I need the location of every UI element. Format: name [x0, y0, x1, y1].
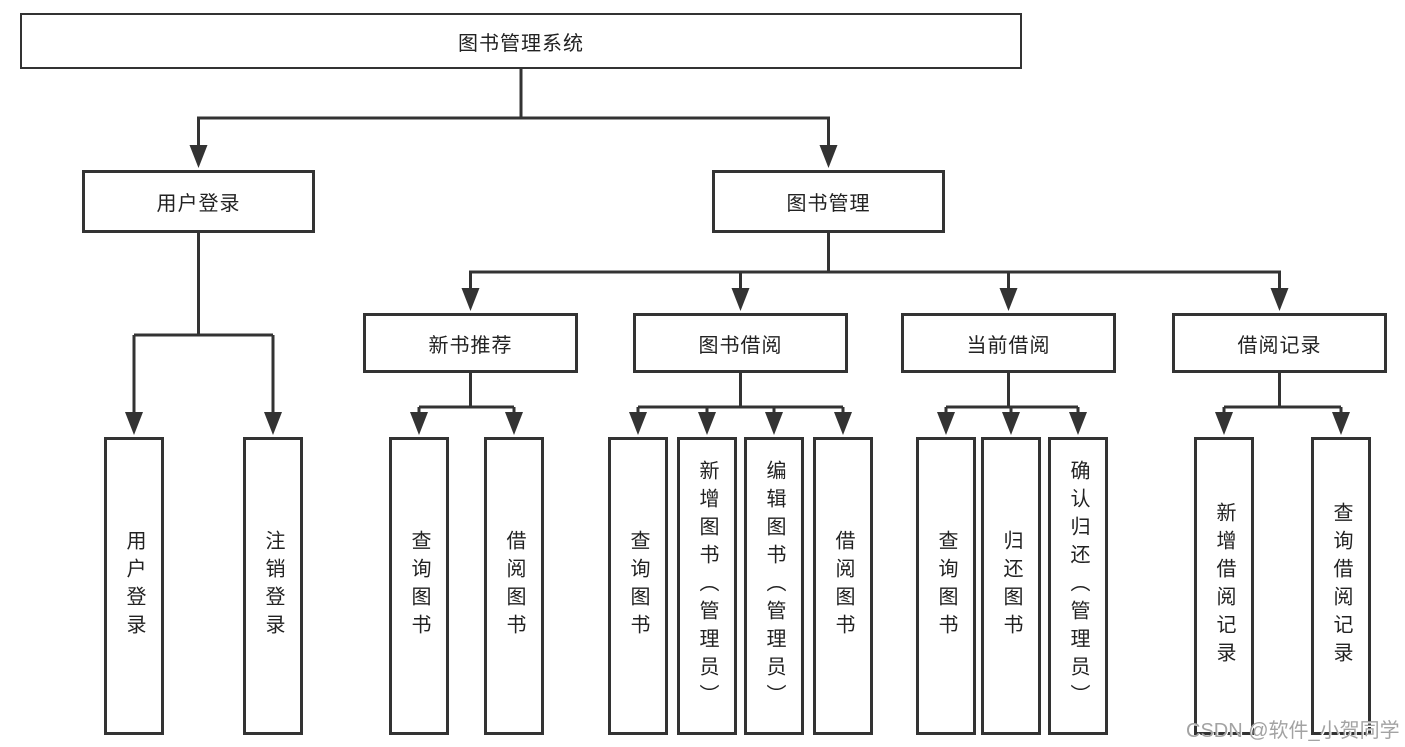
node-label: 用户登录 [156, 193, 241, 215]
leaf-borrow-books-1: 借阅图书 [484, 437, 544, 735]
leaf-borrow-books-2: 借阅图书 [813, 437, 873, 735]
leaf-label: 确认归还（管理员） [1067, 460, 1089, 712]
leaf-label: 新增图书（管理员） [696, 460, 718, 712]
leaf-confirm-return-admin: 确认归还（管理员） [1048, 437, 1108, 735]
csdn-watermark: CSDN @软件_小贺同学 [1186, 720, 1400, 742]
node-borrow-records: 借阅记录 [1172, 313, 1387, 373]
node-label: 当前借阅 [966, 334, 1051, 357]
leaf-label: 用户登录 [123, 530, 145, 642]
node-library-management-system: 图书管理系统 [20, 13, 1022, 69]
leaf-label: 新增借阅记录 [1213, 502, 1235, 670]
leaf-label: 注销登录 [262, 530, 284, 642]
node-label: 图书管理系统 [458, 32, 584, 55]
leaf-query-books-3: 查询图书 [916, 437, 976, 735]
node-book-management: 图书管理 [712, 170, 945, 233]
arrowhead-icons [125, 145, 1350, 435]
node-label: 图书借阅 [698, 334, 783, 357]
leaf-label: 借阅图书 [832, 530, 854, 642]
node-user-login: 用户登录 [82, 170, 315, 233]
node-label: 借阅记录 [1237, 334, 1322, 357]
leaf-label: 归还图书 [1000, 530, 1022, 642]
leaf-logout: 注销登录 [243, 437, 303, 735]
leaf-return-book: 归还图书 [981, 437, 1041, 735]
leaf-user-login: 用户登录 [104, 437, 164, 735]
leaf-label: 查询图书 [935, 530, 957, 642]
leaf-add-borrow-record: 新增借阅记录 [1194, 437, 1254, 735]
node-new-book-recommend: 新书推荐 [363, 313, 578, 373]
leaf-label: 查询图书 [627, 530, 649, 642]
leaf-edit-book-admin: 编辑图书（管理员） [744, 437, 804, 735]
node-book-borrow: 图书借阅 [633, 313, 848, 373]
leaf-query-borrow-record: 查询借阅记录 [1311, 437, 1371, 735]
node-current-borrow: 当前借阅 [901, 313, 1116, 373]
leaf-label: 编辑图书（管理员） [763, 460, 785, 712]
leaf-label: 查询借阅记录 [1330, 502, 1352, 670]
node-label: 新书推荐 [428, 334, 513, 357]
leaf-label: 借阅图书 [503, 530, 525, 642]
leaf-add-book-admin: 新增图书（管理员） [677, 437, 737, 735]
leaf-query-books-1: 查询图书 [389, 437, 449, 735]
leaf-label: 查询图书 [408, 530, 430, 642]
leaf-query-books-2: 查询图书 [608, 437, 668, 735]
node-label: 图书管理 [786, 193, 871, 215]
